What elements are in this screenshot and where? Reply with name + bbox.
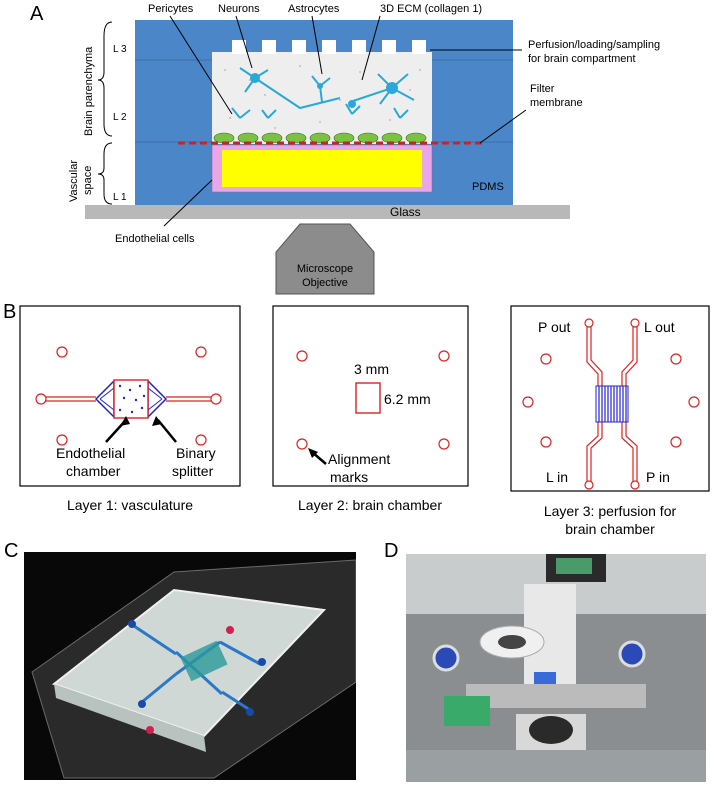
layer3-l-out-label: L out bbox=[644, 319, 675, 335]
layer2-arrowhead bbox=[308, 448, 318, 458]
microscope-ring-inner bbox=[498, 635, 526, 649]
layer2-align-label-2: marks bbox=[330, 469, 368, 485]
layer1-channels bbox=[46, 396, 211, 402]
layer3-p-in-label: P in bbox=[646, 469, 670, 485]
panel-c-device-photo bbox=[24, 552, 356, 780]
microscope-screen bbox=[556, 558, 592, 574]
layer1-caption: Layer 1: vasculature bbox=[67, 497, 193, 513]
brain-brace bbox=[97, 21, 113, 137]
acrylic-floor bbox=[406, 750, 706, 782]
panel-d-setup-photo bbox=[406, 554, 706, 782]
layer2-alignment-marks bbox=[296, 350, 450, 450]
device-on-stage bbox=[534, 672, 556, 684]
green-tray bbox=[444, 696, 490, 726]
neuron-somas bbox=[250, 73, 398, 108]
stage-plate bbox=[466, 684, 646, 708]
perfusion-ports bbox=[232, 40, 426, 54]
layer2-frame bbox=[272, 305, 469, 487]
panel-b-designs: B Endothelial chamber Binary splitter La… bbox=[3, 301, 710, 537]
layer-l3-label: L 3 bbox=[113, 44, 127, 55]
objective-lens-photo bbox=[529, 716, 573, 744]
layer1-arrowhead-1 bbox=[120, 416, 130, 426]
layer3-l-in-label: L in bbox=[546, 469, 568, 485]
glass-slide bbox=[85, 205, 570, 219]
panel-a-letter: A bbox=[30, 3, 44, 25]
layer2-brain-chamber bbox=[355, 382, 381, 414]
brain-parenchyma-label: Brain parenchyma bbox=[83, 46, 95, 136]
layer3-p-out-label: P out bbox=[538, 319, 571, 335]
chip-brain-chamber bbox=[180, 640, 228, 682]
layer1-endothelial-label-1: Endothelial bbox=[56, 445, 125, 461]
perfusion-label-2: for brain compartment bbox=[528, 53, 636, 65]
layer3-caption-2: brain chamber bbox=[565, 521, 655, 537]
perfusion-label-1: Perfusion/loading/sampling bbox=[528, 39, 660, 51]
layer2-caption: Layer 2: brain chamber bbox=[298, 497, 442, 513]
layer3-channels bbox=[584, 318, 640, 490]
layer1-alignment-marks bbox=[35, 346, 222, 446]
chip-ports bbox=[128, 620, 266, 734]
astrocytes-label: Astrocytes bbox=[288, 3, 340, 15]
layer1-arrowhead-2 bbox=[152, 416, 162, 426]
layer2-width-label: 3 mm bbox=[354, 361, 389, 377]
pericyte-cells bbox=[213, 132, 427, 144]
neurons-label: Neurons bbox=[218, 3, 260, 15]
tubing-reservoir-left bbox=[432, 644, 460, 672]
microscope-objective bbox=[275, 223, 375, 295]
vascular-chamber bbox=[222, 150, 422, 187]
layer2-align-label-1: Alignment bbox=[328, 451, 390, 467]
ecm-label: 3D ECM (collagen 1) bbox=[380, 3, 482, 15]
layer1-chamber-dots bbox=[118, 384, 146, 414]
layer1-binary-label-2: splitter bbox=[172, 463, 214, 479]
objective-label-1: Microscope bbox=[297, 263, 353, 275]
layer-l1-label: L 1 bbox=[113, 192, 127, 203]
layer3-alignment-marks bbox=[522, 353, 700, 448]
panel-a-diagram: A Glass bbox=[30, 3, 660, 295]
filter-label-2: membrane bbox=[530, 97, 583, 109]
layer1-splitter-branches bbox=[99, 387, 163, 411]
layer3-microchannels bbox=[598, 386, 627, 422]
tubing-reservoir-right bbox=[618, 640, 646, 668]
layer1-endothelial-label-2: chamber bbox=[66, 463, 121, 479]
layer-l2-label: L 2 bbox=[113, 112, 127, 123]
layer1-binary-label-1: Binary bbox=[176, 445, 216, 461]
vascular-space-label-2: space bbox=[82, 166, 94, 195]
label-leader-lines bbox=[163, 15, 527, 227]
layer2-height-label: 6.2 mm bbox=[384, 391, 431, 407]
vascular-brace bbox=[97, 142, 113, 205]
filter-label-1: Filter bbox=[530, 83, 555, 95]
objective-label-2: Objective bbox=[302, 277, 348, 289]
collagen-texture bbox=[224, 65, 421, 129]
pericytes-label: Pericytes bbox=[148, 3, 194, 15]
vascular-space-label-1: Vascular bbox=[68, 160, 80, 202]
layer3-caption-1: Layer 3: perfusion for bbox=[544, 503, 677, 519]
pdms-chip-edge bbox=[54, 684, 206, 752]
panel-c-letter: C bbox=[4, 540, 19, 562]
panel-b-letter: B bbox=[3, 301, 16, 323]
endothelial-cells-label: Endothelial cells bbox=[115, 233, 195, 245]
pdms-label: PDMS bbox=[472, 181, 504, 193]
panel-d-letter: D bbox=[384, 540, 399, 562]
glass-label: Glass bbox=[390, 205, 421, 219]
